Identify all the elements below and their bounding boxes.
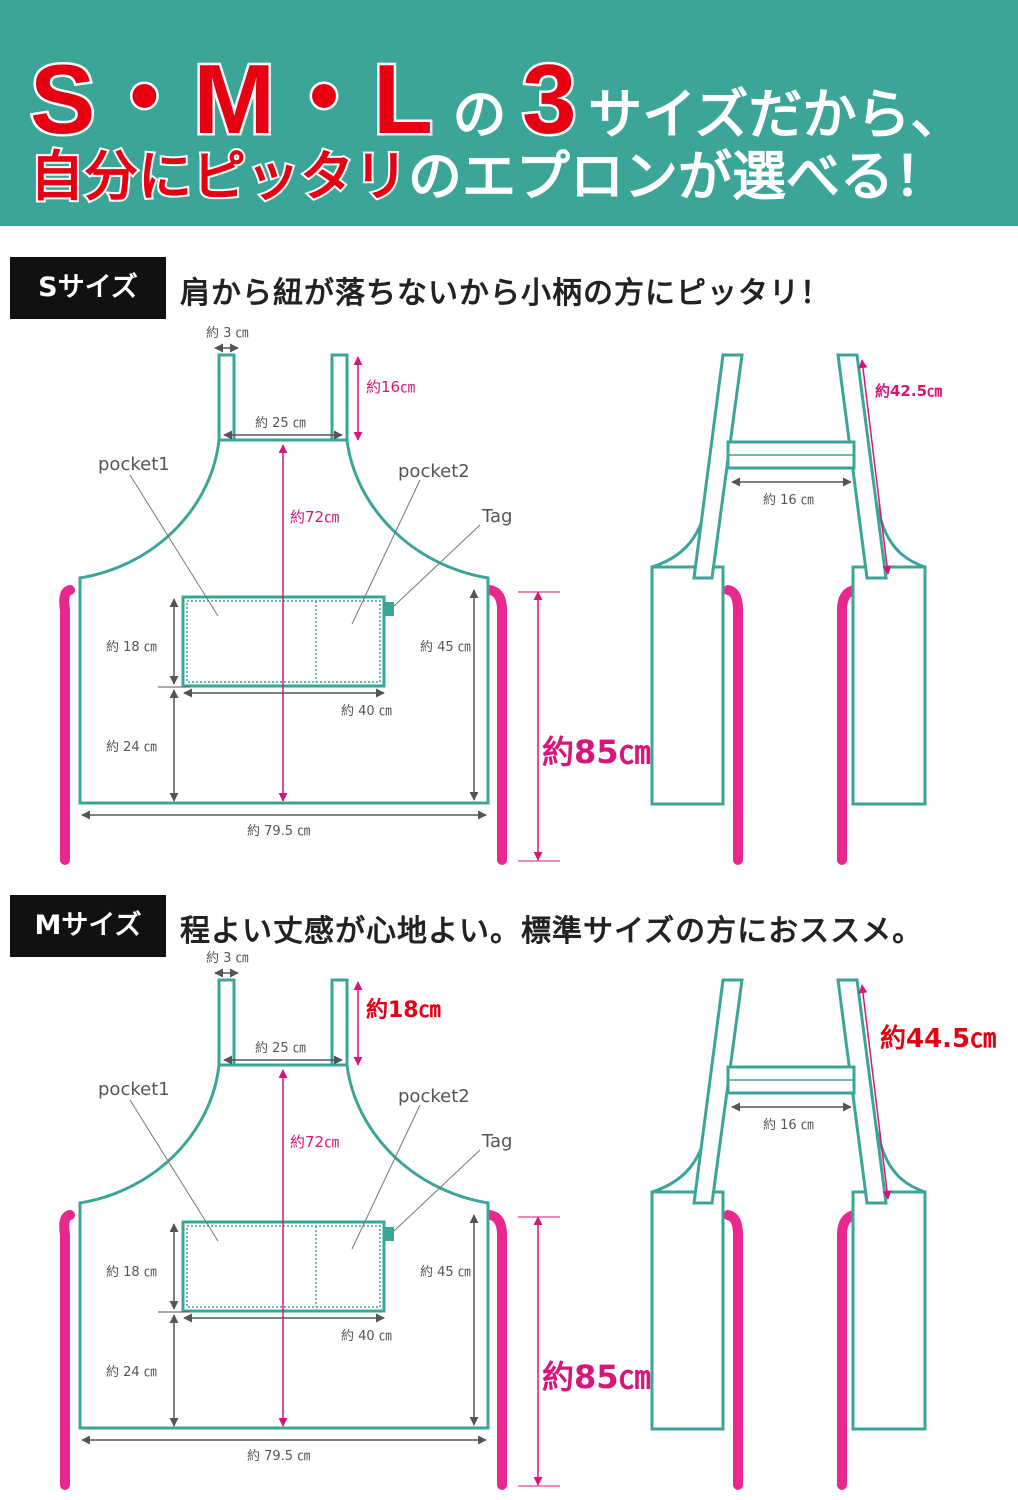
headline-line1-rest: サイズだから、	[588, 83, 965, 146]
side-length-label: 約 45 ㎝	[420, 640, 471, 655]
apron-front-m: 約 3 ㎝ 約18㎝ 約 25 ㎝ pocket1 pocket2 Tag 約7…	[59, 951, 651, 1490]
pocket-width-label: 約 40 ㎝	[341, 704, 392, 719]
back-left-tie	[723, 1210, 743, 1490]
left-waist-tie	[59, 585, 75, 865]
back-cross-strap-left	[692, 353, 744, 580]
right-waist-tie	[485, 1210, 507, 1490]
total-length-label: 約85㎝	[542, 1358, 651, 1396]
left-waist-tie	[59, 1210, 75, 1490]
pocket-width-label: 約 40 ㎝	[341, 1329, 392, 1344]
bottom-width-label: 約 79.5 ㎝	[247, 1449, 310, 1464]
center-length-label: 約72㎝	[290, 1133, 339, 1151]
connector-width-label: 約 16 ㎝	[763, 1118, 814, 1133]
cross-strap-length-label: 約44.5㎝	[880, 1023, 996, 1054]
back-cross-strap-left	[692, 978, 744, 1205]
bottom-width-label: 約 79.5 ㎝	[247, 824, 310, 839]
headline-line2: 自分にピッタリのエプロンが選べる！	[28, 132, 948, 211]
apron-back-m: 約 16 ㎝ 約44.5㎝	[650, 978, 996, 1490]
header-banner: S・M・L の 3 サイズだから、 自分にピッタリのエプロンが選べる！	[0, 0, 1018, 226]
pocket-height-label: 約 18 ㎝	[106, 640, 157, 655]
size-count: 3	[520, 42, 579, 157]
apron-front-s: 約 3 ㎝ 約16㎝ 約 25 ㎝ pocket1 pocket2 Tag 約7…	[59, 326, 651, 865]
back-left-panel	[650, 565, 725, 806]
apron-diagram-m: 約 3 ㎝ 約18㎝ 約 25 ㎝ pocket1 pocket2 Tag 約7…	[59, 951, 996, 1490]
tag-callout: Tag	[481, 1131, 512, 1152]
headline-line1: S・M・L の 3 サイズだから、	[28, 20, 965, 162]
total-length-label: 約85㎝	[542, 733, 651, 771]
cross-strap-length-label: 約42.5㎝	[875, 382, 942, 400]
back-left-tie	[723, 585, 743, 865]
side-length-label: 約 45 ㎝	[420, 1265, 471, 1280]
left-shoulder-strap	[217, 978, 236, 1067]
strap-width-label: 約 3 ㎝	[206, 951, 249, 966]
tag-callout: Tag	[481, 506, 512, 527]
back-right-panel	[851, 565, 927, 806]
size-description-m: 程よい丈感が心地よい。標準サイズの方におススメ。	[180, 914, 924, 949]
headline-particle: の	[452, 83, 507, 146]
pocket-height-label: 約 18 ㎝	[106, 1265, 157, 1280]
headline-line2-rest: のエプロンが選べる！	[408, 145, 948, 208]
back-right-panel	[851, 1190, 927, 1431]
size-letters: S・M・L	[28, 42, 436, 157]
headline-highlight: 自分にピッタリ	[28, 143, 410, 210]
size-tag-s: Sサイズ	[10, 257, 166, 319]
pocket1-label: pocket1	[98, 1079, 170, 1100]
size-tag-m: Mサイズ	[10, 895, 166, 957]
right-shoulder-strap	[330, 978, 349, 1067]
left-shoulder-strap	[217, 353, 236, 442]
size-description-s: 肩から紐が落ちないから小柄の方にピッタリ！	[180, 276, 831, 311]
right-waist-tie	[485, 585, 507, 865]
neck-width-label: 約 25 ㎝	[255, 416, 306, 431]
lower-length-label: 約 24 ㎝	[106, 740, 157, 755]
pocket2-label: pocket2	[398, 461, 470, 482]
strap-length-label: 約18㎝	[366, 997, 441, 1023]
right-shoulder-strap	[330, 353, 349, 442]
strap-width-label: 約 3 ㎝	[206, 326, 249, 341]
connector-width-label: 約 16 ㎝	[763, 493, 814, 508]
neck-width-label: 約 25 ㎝	[255, 1041, 306, 1056]
pocket2-label: pocket2	[398, 1086, 470, 1107]
tag-label	[384, 1227, 394, 1241]
apron-back-s: 約 16 ㎝ 約42.5㎝	[650, 353, 942, 865]
apron-diagram-s: 約 3 ㎝ 約16㎝ 約 25 ㎝ pocket1 pocket2 Tag 約7…	[59, 326, 942, 865]
lower-length-label: 約 24 ㎝	[106, 1365, 157, 1380]
strap-length-label: 約16㎝	[366, 378, 415, 396]
pocket1-label: pocket1	[98, 454, 170, 475]
center-length-label: 約72㎝	[290, 508, 339, 526]
back-left-panel	[650, 1190, 725, 1431]
tag-label	[384, 602, 394, 616]
